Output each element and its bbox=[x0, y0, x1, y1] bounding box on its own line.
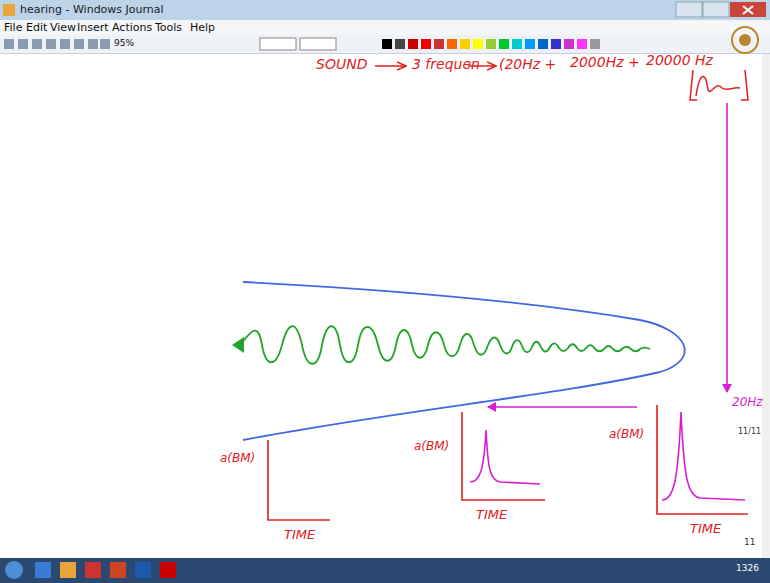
menu-item: View bbox=[50, 22, 76, 34]
menu-item: File bbox=[4, 22, 22, 34]
frequency-label: 20Hz bbox=[732, 396, 763, 409]
axis-label: TIME bbox=[476, 508, 507, 522]
menu-item: Tools bbox=[155, 22, 182, 34]
menu-item: Insert bbox=[77, 22, 109, 34]
axis-label: a(BM) bbox=[609, 428, 644, 441]
axis-label: a(BM) bbox=[414, 440, 449, 453]
handwritten-text: SOUND bbox=[316, 57, 367, 72]
handwritten-text: (20Hz + bbox=[499, 57, 556, 72]
page-counter: 11/11 bbox=[738, 428, 761, 437]
taskbar-clock: 1326 bbox=[736, 564, 759, 574]
window-title: hearing - Windows Journal bbox=[20, 4, 164, 16]
menu-item: Help bbox=[190, 22, 215, 34]
axis-label: a(BM) bbox=[220, 452, 255, 465]
menu-item: Edit bbox=[26, 22, 47, 34]
axis-label: TIME bbox=[284, 528, 315, 542]
menu-item: Actions bbox=[112, 22, 152, 34]
handwritten-text: 2000Hz + bbox=[570, 55, 640, 70]
handwritten-text: 3 frequen bbox=[412, 57, 480, 72]
zoom-level: 95% bbox=[114, 39, 134, 49]
axis-label: TIME bbox=[690, 522, 721, 536]
handwritten-text: 20000 Hz bbox=[646, 53, 713, 68]
page-number: 11 bbox=[744, 538, 755, 548]
